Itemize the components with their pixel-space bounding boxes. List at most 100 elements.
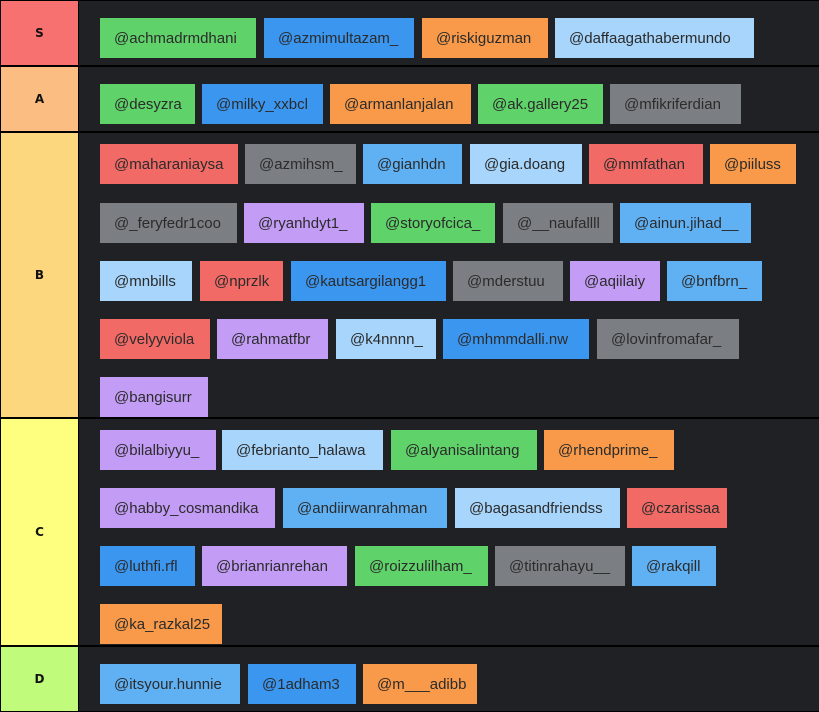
chip-label: @itsyour.hunnie <box>114 675 222 693</box>
tier-items-b: @maharaniaysa @azmihsm_ @gianhdn @gia.do… <box>79 132 819 418</box>
chip-label: @velyyviola <box>114 330 195 348</box>
username-chip[interactable]: @ak.gallery25 <box>478 84 603 124</box>
chip-label: @rakqill <box>646 557 701 575</box>
chip-label: @_feryfedr1coo <box>114 214 221 232</box>
chip-label: @ryanhdyt1_ <box>258 214 348 232</box>
tier-label-a: A <box>0 66 79 132</box>
tier-row-b: B @maharaniaysa @azmihsm_ @gianhdn @gia.… <box>0 132 819 418</box>
chip-label: @maharaniaysa <box>114 155 224 173</box>
username-chip[interactable]: @czarissaa <box>627 488 727 528</box>
chip-label: @nprzlk <box>214 272 270 290</box>
chip-label: @roizzulilham_ <box>369 557 472 575</box>
username-chip[interactable]: @alyanisalintang <box>391 430 537 470</box>
username-chip[interactable]: @azmimultazam_ <box>264 18 414 58</box>
chip-label: @lovinfromafar_ <box>611 330 722 348</box>
chip-label: @piiluss <box>724 155 781 173</box>
chip-label: @andiirwanrahman <box>297 499 428 517</box>
username-chip[interactable]: @bagasandfriendss <box>455 488 620 528</box>
username-chip[interactable]: @gia.doang <box>470 144 582 184</box>
username-chip[interactable]: @habby_cosmandika <box>100 488 275 528</box>
username-chip[interactable]: @armanlanjalan <box>330 84 471 124</box>
chip-label: @brianrianrehan <box>216 557 328 575</box>
username-chip[interactable]: @mmfathan <box>589 144 703 184</box>
username-chip[interactable]: @_feryfedr1coo <box>100 203 237 243</box>
chip-label: @mnbills <box>114 272 176 290</box>
username-chip[interactable]: @desyzra <box>100 84 195 124</box>
chip-label: @milky_xxbcl <box>216 95 308 113</box>
chip-label: @rhendprime_ <box>558 441 658 459</box>
username-chip[interactable]: @1adham3 <box>248 664 356 704</box>
username-chip[interactable]: @nprzlk <box>200 261 283 301</box>
username-chip[interactable]: @mhmmdalli.nw <box>443 319 589 359</box>
tier-row-c: C @bilalbiyyu_ @febrianto_halawa @alyani… <box>0 418 819 646</box>
username-chip[interactable]: @aqiilaiy <box>570 261 660 301</box>
username-chip[interactable]: @itsyour.hunnie <box>100 664 240 704</box>
chip-label: @gia.doang <box>484 155 566 173</box>
username-chip[interactable]: @mnbills <box>100 261 192 301</box>
username-chip[interactable]: @bilalbiyyu_ <box>100 430 216 470</box>
tier-row-s: S @achmadrmdhani @azmimultazam_ @riskigu… <box>0 0 819 66</box>
username-chip[interactable]: @rakqill <box>632 546 716 586</box>
tier-items-a: @desyzra @milky_xxbcl @armanlanjalan @ak… <box>79 66 819 132</box>
chip-label: @habby_cosmandika <box>114 499 259 517</box>
username-chip[interactable]: @luthfi.rfl <box>100 546 195 586</box>
username-chip[interactable]: @rhendprime_ <box>544 430 674 470</box>
username-chip[interactable]: @azmihsm_ <box>245 144 356 184</box>
username-chip[interactable]: @mderstuu <box>453 261 563 301</box>
username-chip[interactable]: @roizzulilham_ <box>355 546 488 586</box>
username-chip[interactable]: @titinrahayu__ <box>495 546 625 586</box>
username-chip[interactable]: @m___adibb <box>363 664 477 704</box>
username-chip[interactable]: @gianhdn <box>363 144 462 184</box>
tier-label-b: B <box>0 132 79 418</box>
chip-label: @desyzra <box>114 95 182 113</box>
chip-label: @bangisurr <box>114 388 192 406</box>
username-chip[interactable]: @lovinfromafar_ <box>597 319 739 359</box>
tier-items-d: @itsyour.hunnie @1adham3 @m___adibb <box>79 646 819 712</box>
username-chip[interactable]: @bnfbrn_ <box>667 261 762 301</box>
username-chip[interactable]: @k4nnnn_ <box>336 319 436 359</box>
chip-label: @alyanisalintang <box>405 441 520 459</box>
tier-label-d: D <box>0 646 79 712</box>
username-chip[interactable]: @brianrianrehan <box>202 546 347 586</box>
username-chip[interactable]: @ka_razkal25 <box>100 604 222 644</box>
chip-label: @1adham3 <box>262 675 340 693</box>
tier-row-d: D @itsyour.hunnie @1adham3 @m___adibb <box>0 646 819 712</box>
chip-label: @storyofcica_ <box>385 214 481 232</box>
chip-label: @bnfbrn_ <box>681 272 748 290</box>
username-chip[interactable]: @rahmatfbr <box>217 319 328 359</box>
chip-label: @azmimultazam_ <box>278 29 399 47</box>
username-chip[interactable]: @velyyviola <box>100 319 210 359</box>
username-chip[interactable]: @storyofcica_ <box>371 203 495 243</box>
username-chip[interactable]: @kautsargilangg1 <box>291 261 446 301</box>
username-chip[interactable]: @achmadrmdhani <box>100 18 256 58</box>
username-chip[interactable]: @__naufallll <box>503 203 613 243</box>
chip-label: @rahmatfbr <box>231 330 311 348</box>
tier-row-a: A @desyzra @milky_xxbcl @armanlanjalan @… <box>0 66 819 132</box>
chip-label: @gianhdn <box>377 155 446 173</box>
chip-label: @daffaagathabermundo <box>569 29 731 47</box>
chip-label: @azmihsm_ <box>259 155 343 173</box>
username-chip[interactable]: @maharaniaysa <box>100 144 238 184</box>
username-chip[interactable]: @piiluss <box>710 144 796 184</box>
chip-label: @riskiguzman <box>436 29 532 47</box>
username-chip[interactable]: @daffaagathabermundo <box>555 18 754 58</box>
username-chip[interactable]: @bangisurr <box>100 377 208 417</box>
username-chip[interactable]: @milky_xxbcl <box>202 84 323 124</box>
chip-label: @febrianto_halawa <box>236 441 366 459</box>
chip-label: @kautsargilangg1 <box>305 272 427 290</box>
chip-label: @k4nnnn_ <box>350 330 423 348</box>
username-chip[interactable]: @ainun.jihad__ <box>620 203 751 243</box>
tier-label-s: S <box>0 0 79 66</box>
tier-items-s: @achmadrmdhani @azmimultazam_ @riskiguzm… <box>79 0 819 66</box>
username-chip[interactable]: @febrianto_halawa <box>222 430 383 470</box>
chip-label: @ak.gallery25 <box>492 95 589 113</box>
username-chip[interactable]: @ryanhdyt1_ <box>244 203 364 243</box>
username-chip[interactable]: @andiirwanrahman <box>283 488 447 528</box>
username-chip[interactable]: @mfikriferdian <box>610 84 741 124</box>
chip-label: @achmadrmdhani <box>114 29 237 47</box>
chip-label: @m___adibb <box>377 675 467 693</box>
chip-label: @mhmmdalli.nw <box>457 330 569 348</box>
username-chip[interactable]: @riskiguzman <box>422 18 548 58</box>
chip-label: @luthfi.rfl <box>114 557 178 575</box>
